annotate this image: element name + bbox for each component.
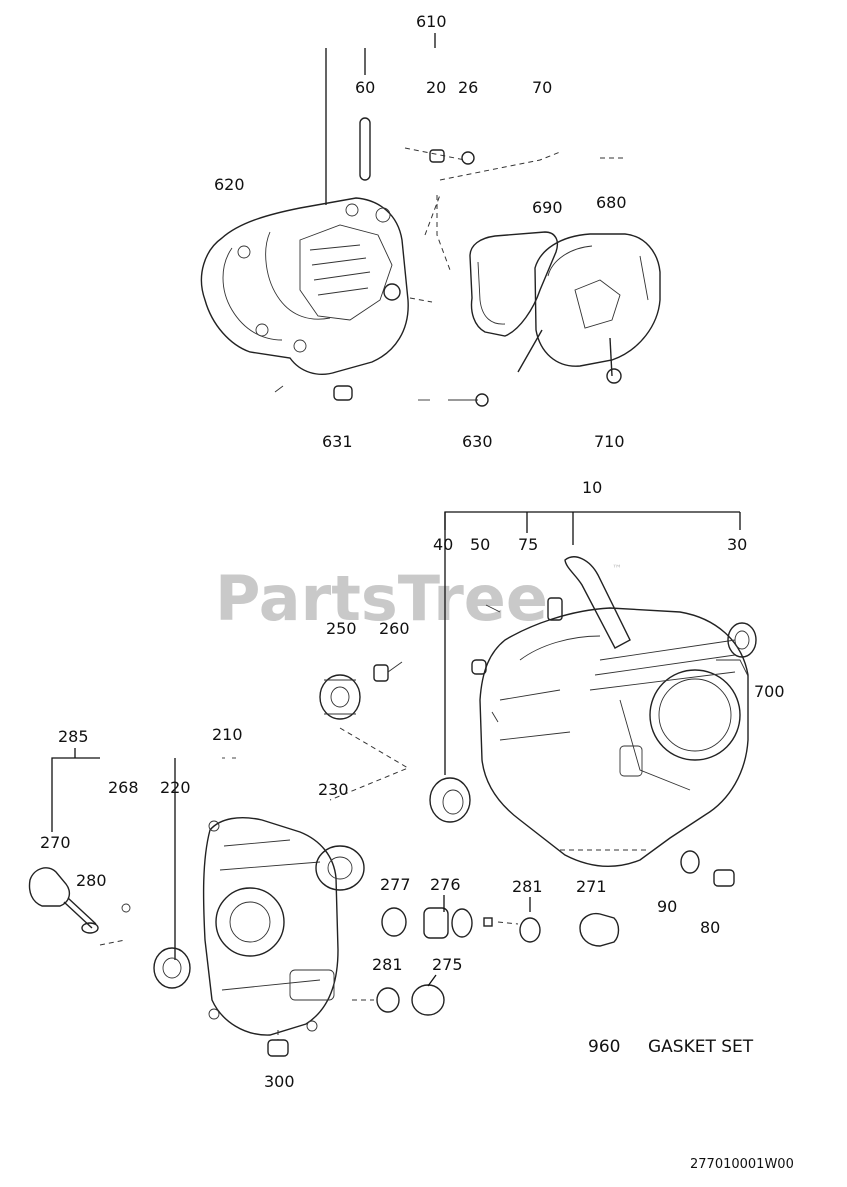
watermark-trademark: ™ [612,564,622,575]
callout-275: 275 [432,955,463,974]
callout-277: 277 [380,875,411,894]
callout-80: 80 [700,918,720,937]
callout-700: 700 [754,682,785,701]
callout-690: 690 [532,198,563,217]
callout-680: 680 [596,193,627,212]
callout-labels: 610 60 20 26 70 620 690 680 631 630 710 … [40,12,785,1091]
callout-26: 26 [458,78,478,97]
callout-271: 271 [576,877,607,896]
callout-270: 270 [40,833,71,852]
callout-60: 60 [355,78,375,97]
callout-90: 90 [657,897,677,916]
callout-250: 250 [326,619,357,638]
callout-710: 710 [594,432,625,451]
callout-280: 280 [76,871,107,890]
cylinder-head-assembly [200,33,661,407]
callout-20: 20 [426,78,446,97]
governor-gear [319,661,410,801]
callout-610: 610 [416,12,447,31]
crankcase-cover-assembly [28,748,620,1057]
callout-70: 70 [532,78,552,97]
callout-260: 260 [379,619,410,638]
callout-210: 210 [212,725,243,744]
callout-220: 220 [160,778,191,797]
callout-40: 40 [433,535,453,554]
callout-230: 230 [318,780,349,799]
watermark-text: PartsTree [215,562,548,635]
callout-631: 631 [322,432,353,451]
callout-276: 276 [430,875,461,894]
callout-281-bottom: 281 [372,955,403,974]
callout-281-top: 281 [512,877,543,896]
callout-268: 268 [108,778,139,797]
callout-75: 75 [518,535,538,554]
callout-50: 50 [470,535,490,554]
leader-275 [427,974,437,987]
callout-285: 285 [58,727,89,746]
callout-620: 620 [214,175,245,194]
crankcase-assembly [429,511,757,887]
gasket-set-label: GASKET SET [648,1037,754,1057]
diagram-code: 277010001W00 [690,1157,794,1172]
callout-630: 630 [462,432,493,451]
callout-30: 30 [727,535,747,554]
gasket-set-number: 960 [588,1037,620,1057]
callout-10: 10 [582,478,602,497]
callout-300: 300 [264,1072,295,1091]
